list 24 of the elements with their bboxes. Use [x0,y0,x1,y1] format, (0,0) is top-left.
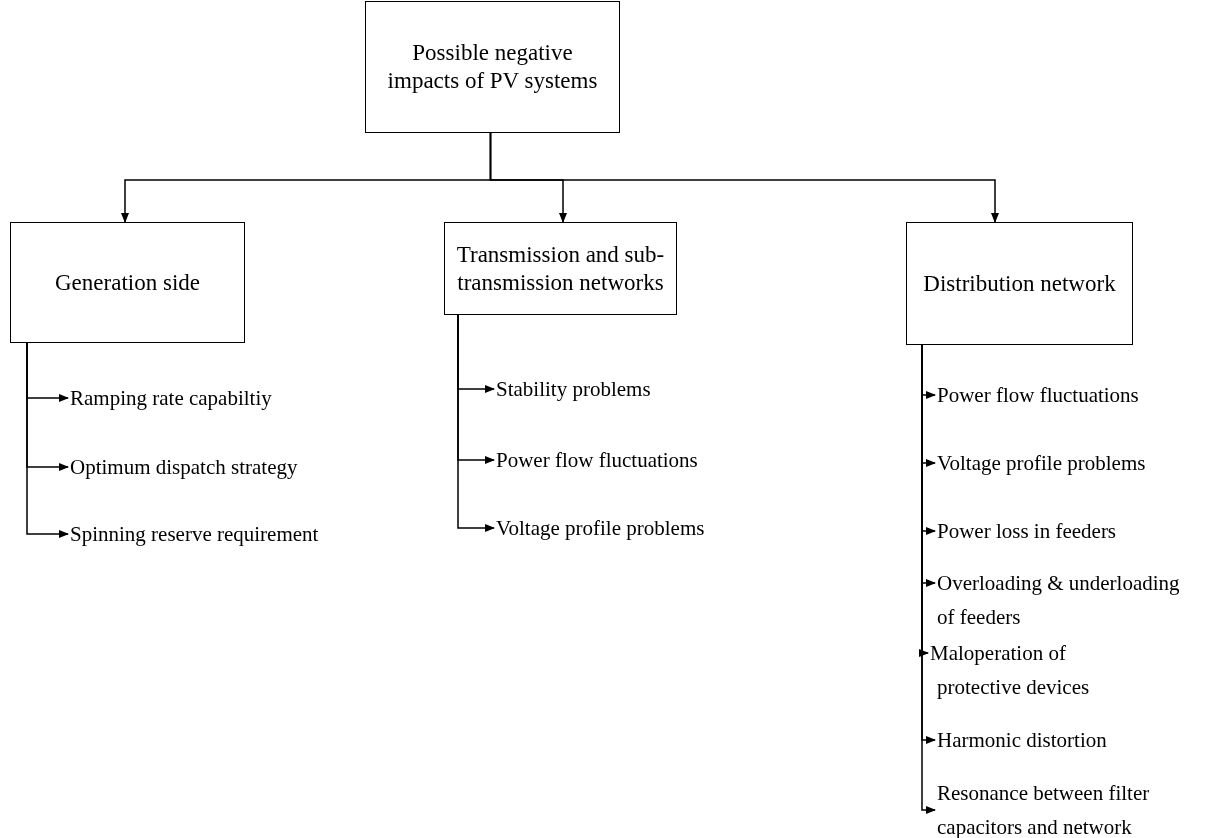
box-label: Transmission and sub-transmission networks [455,240,666,297]
impact-item: Power flow fluctuations [937,378,1202,412]
impact-item: Harmonic distortion [937,723,1202,757]
impact-item: Voltage profile problems [496,511,766,545]
box-label: Generation side [55,268,200,297]
category-box [444,222,677,315]
impact-item: Overloading & underloading of feeders [937,566,1187,634]
impact-item: Optimum dispatch strategy [70,450,370,484]
arrow [489,132,999,223]
impact-item: Stability problems [496,372,756,406]
category-box [10,222,245,343]
impact-item: Voltage profile problems [937,446,1202,480]
impact-item: Ramping rate capabiltiy [70,381,370,415]
impact-item: Power flow fluctuations [496,443,766,477]
category-box [906,222,1133,345]
arrow [26,342,69,538]
category-box [365,1,620,133]
impact-item: Spinning reserve requirement [70,517,390,551]
arrow [457,314,495,532]
box-label: Possible negative impacts of PV systems [386,39,599,95]
impact-item: Maloperation of protective devices [930,636,1130,704]
box-label: Distribution network [923,269,1116,298]
impact-item: Power loss in feeders [937,514,1202,548]
impact-item: Resonance between filter capacitors and network [937,776,1205,838]
